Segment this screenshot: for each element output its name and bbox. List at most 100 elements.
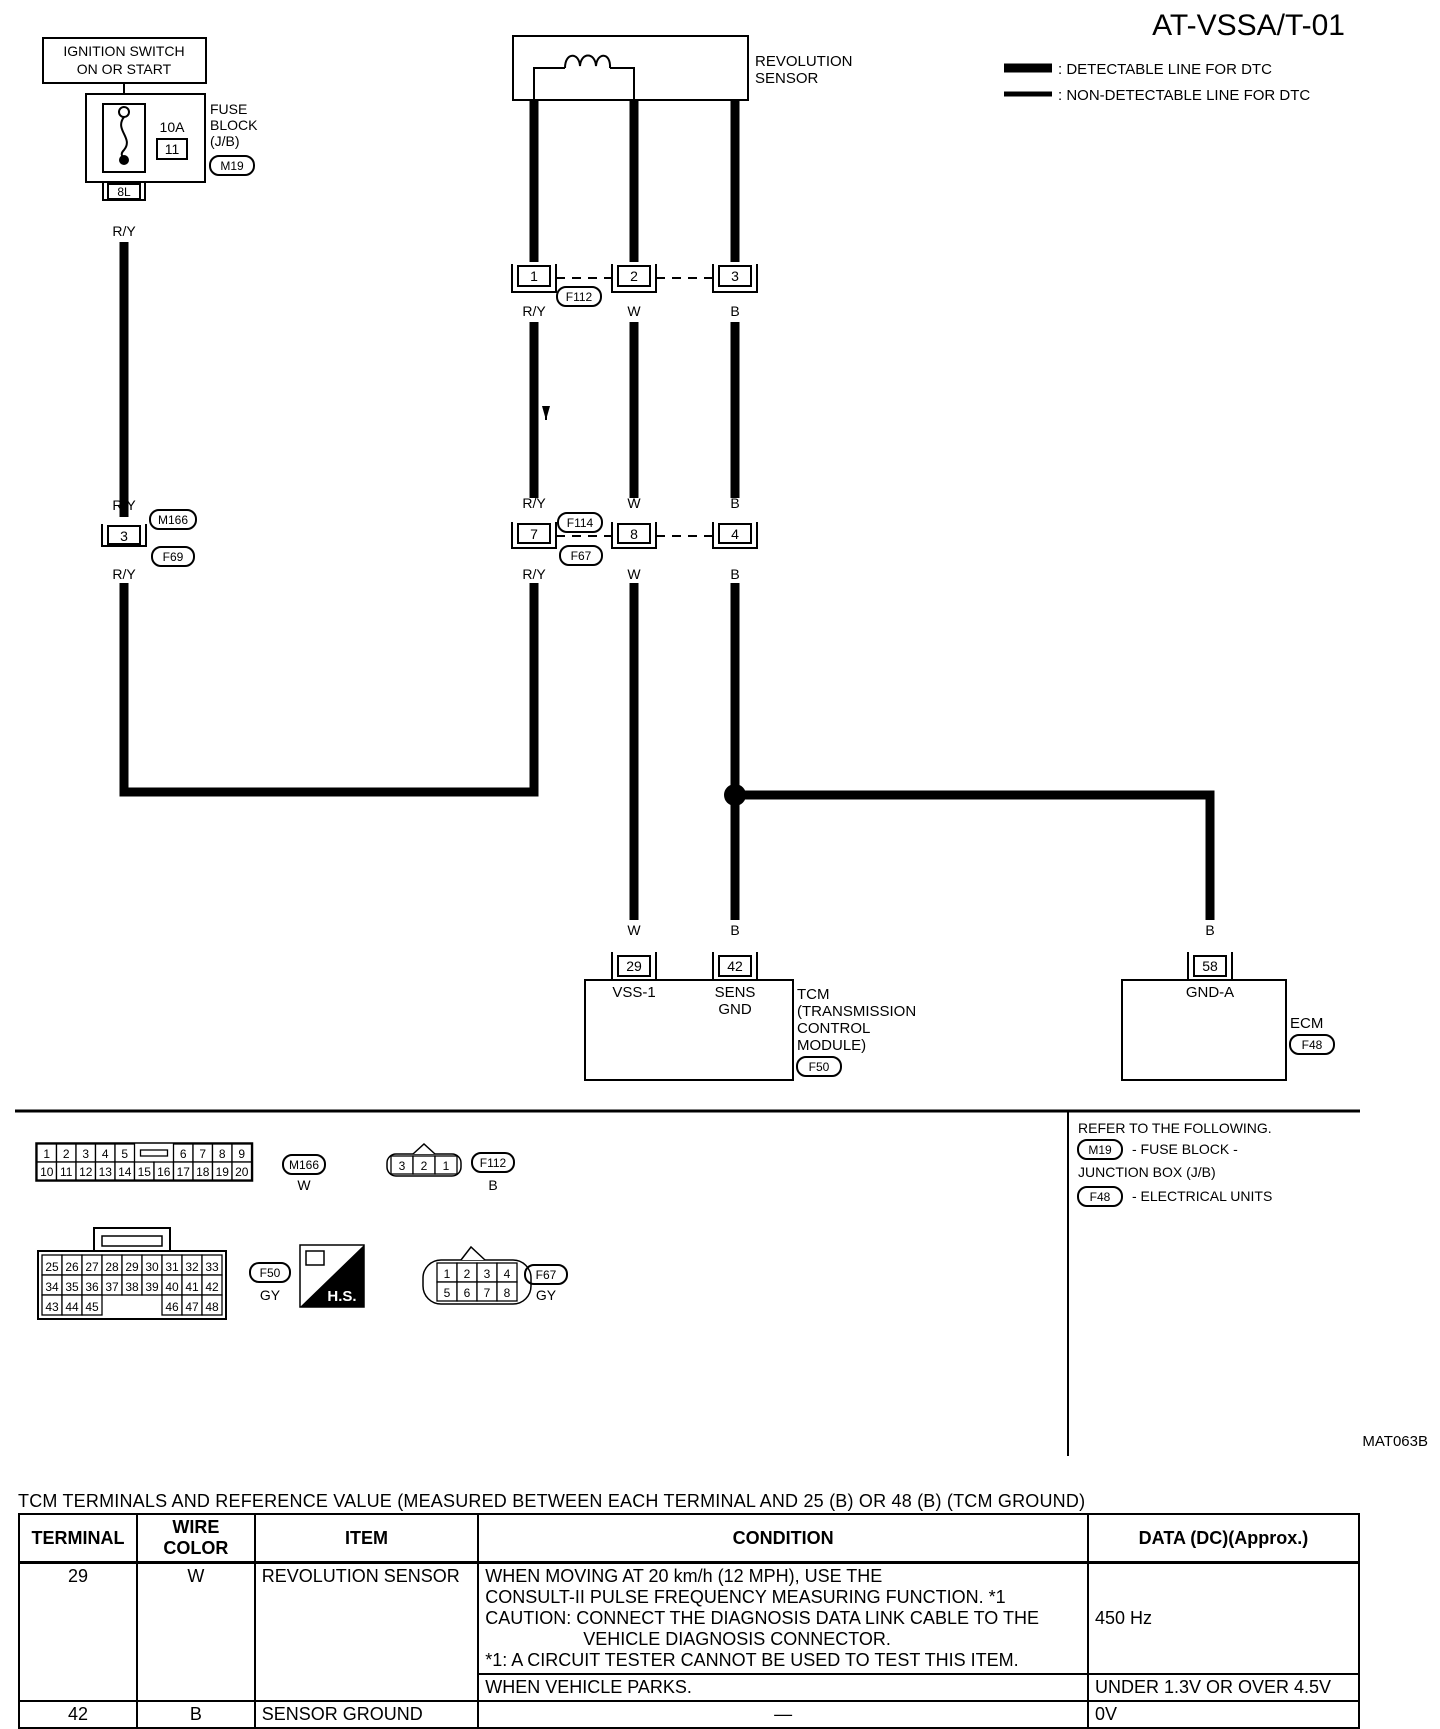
pin-number: 18 [196, 1165, 210, 1179]
fuse-terminal-icon [118, 106, 130, 118]
header-condition: CONDITION [477, 1513, 1089, 1564]
connector-badge-f114 [557, 512, 603, 533]
pin-number: 3 [484, 1267, 491, 1281]
table-row: 42 B SENSOR GROUND — 0V [18, 1700, 1361, 1729]
wire-color-ry-fuse: R/Y [112, 223, 136, 239]
condition-line: *1: A CIRCUIT TESTER CANNOT BE USED TO T… [485, 1650, 1019, 1670]
refer-item-m19-line1: - FUSE BLOCK - [1132, 1141, 1238, 1157]
connector-label-f48: F48 [1302, 1038, 1323, 1052]
pin-number: 15 [138, 1165, 152, 1179]
header-data: DATA (DC)(Approx.) [1086, 1513, 1361, 1564]
tcm-box [584, 979, 794, 1081]
tcm-label-3: CONTROL [797, 1020, 870, 1037]
pin-number: 7 [199, 1147, 206, 1161]
f114-pin-8: 8 [630, 526, 638, 542]
face-label-f112: F112 [480, 1156, 507, 1170]
connector-label-m166: M166 [158, 513, 188, 527]
pin-number: 2 [464, 1267, 471, 1281]
connector-badge-f48 [1289, 1034, 1335, 1055]
face-color-f50: GY [260, 1287, 281, 1303]
pin-number: 2 [63, 1147, 70, 1161]
fuse-amperage: 10A [160, 119, 186, 135]
ignition-switch-box [42, 37, 207, 84]
table-header-row: TERMINAL WIRE COLOR ITEM CONDITION DATA … [18, 1513, 1361, 1564]
fuse-connector-badge [209, 155, 255, 176]
f112-pin-1: 1 [530, 268, 538, 284]
table-caption: TCM TERMINALS AND REFERENCE VALUE (MEASU… [18, 1491, 1086, 1511]
pin-cell [81, 1294, 103, 1316]
pin-number: 7 [484, 1286, 491, 1300]
pin-number: 36 [85, 1280, 99, 1294]
pin-number: 4 [504, 1267, 511, 1281]
pin-number: 31 [165, 1260, 179, 1274]
wire-color-b-ecm: B [1205, 922, 1214, 938]
wire-color-ry-f67-bottom: R/Y [522, 566, 546, 582]
pin-number: 42 [205, 1280, 219, 1294]
latch-icon [412, 1142, 436, 1155]
cell-item: REVOLUTION SENSOR [253, 1561, 480, 1702]
ignition-switch-line2: ON OR START [77, 61, 172, 77]
connector-badge-f67 [559, 545, 603, 566]
wire-color-w-tcm: W [627, 922, 641, 938]
face-badge-m166 [282, 1154, 326, 1175]
pin-number: 29 [125, 1260, 139, 1274]
wire-color-ry-f114-top: R/Y [522, 495, 546, 511]
cell-condition: WHEN MOVING AT 20 km/h (12 MPH), USE THE… [477, 1561, 1089, 1675]
pin-number: 25 [45, 1260, 59, 1274]
face-label-m166: M166 [289, 1158, 319, 1172]
f114-pin-7: 7 [530, 526, 538, 542]
tcm-terminal-gnd: GND [718, 1001, 752, 1018]
tcm-label-2: (TRANSMISSION [797, 1003, 916, 1020]
pin-number: 28 [105, 1260, 119, 1274]
pin-cell [434, 1155, 458, 1175]
cell-data: 0V [1086, 1700, 1361, 1729]
cell-terminal: 29 [18, 1561, 138, 1702]
connector-badge-m166 [149, 509, 197, 530]
cell-terminal: 42 [18, 1700, 138, 1729]
pin-number: 33 [205, 1260, 219, 1274]
connector-badge-f50 [796, 1056, 842, 1077]
pin-number: 46 [165, 1300, 179, 1314]
connector-label-f114: F114 [567, 516, 594, 530]
pin-number: 43 [45, 1300, 59, 1314]
wire-color-b-f114-top: B [730, 495, 739, 511]
f112-pin-2: 2 [630, 268, 638, 284]
f112-pin-3: 3 [731, 268, 739, 284]
pin-number: 5 [121, 1147, 128, 1161]
pin-number: 5 [444, 1286, 451, 1300]
pin-number: 12 [79, 1165, 93, 1179]
fuse-connector-label: M19 [220, 159, 244, 173]
refer-item-f48-line1: - ELECTRICAL UNITS [1132, 1188, 1272, 1204]
table-row: WHEN VEHICLE PARKS. UNDER 1.3V OR OVER 4… [19, 1673, 1361, 1702]
connector-label-f112: F112 [566, 290, 593, 304]
pin-number: 6 [180, 1147, 187, 1161]
face-label-f50: F50 [260, 1266, 281, 1280]
pin-number: 11 [60, 1165, 73, 1179]
refer-connector-f48: F48 [1090, 1190, 1111, 1204]
ecm-terminal-gnd-a: GND-A [1186, 984, 1234, 1001]
cell-wire-color: W [135, 1561, 256, 1702]
pin-cell [496, 1281, 518, 1302]
diagram-code: AT-VSSA/T-01 [1152, 9, 1345, 42]
pin-number: 1 [43, 1147, 50, 1161]
header-terminal: TERMINAL [18, 1513, 138, 1564]
wire-color-ry-f69-bottom: R/Y [112, 566, 136, 582]
connector-label-f50: F50 [809, 1060, 830, 1074]
pin-number: 20 [235, 1165, 249, 1179]
wire-color-w-f112: W [627, 303, 641, 319]
pin-cell [231, 1161, 253, 1181]
latch-icon [139, 1149, 169, 1157]
cell-item: SENSOR GROUND [253, 1700, 480, 1729]
f114-pin-4: 4 [731, 526, 739, 542]
pin-number: 34 [45, 1280, 59, 1294]
tcm-terminal-vss1: VSS-1 [612, 984, 655, 1001]
pin-number: 32 [185, 1260, 199, 1274]
pin-number: 39 [145, 1280, 159, 1294]
face-color-f67: GY [536, 1287, 557, 1303]
pin-number: 4 [102, 1147, 109, 1161]
pin-number: 26 [65, 1260, 79, 1274]
header-item: ITEM [253, 1513, 480, 1564]
table-row: 29 W REVOLUTION SENSOR WHEN MOVING AT 20… [18, 1561, 1361, 1702]
